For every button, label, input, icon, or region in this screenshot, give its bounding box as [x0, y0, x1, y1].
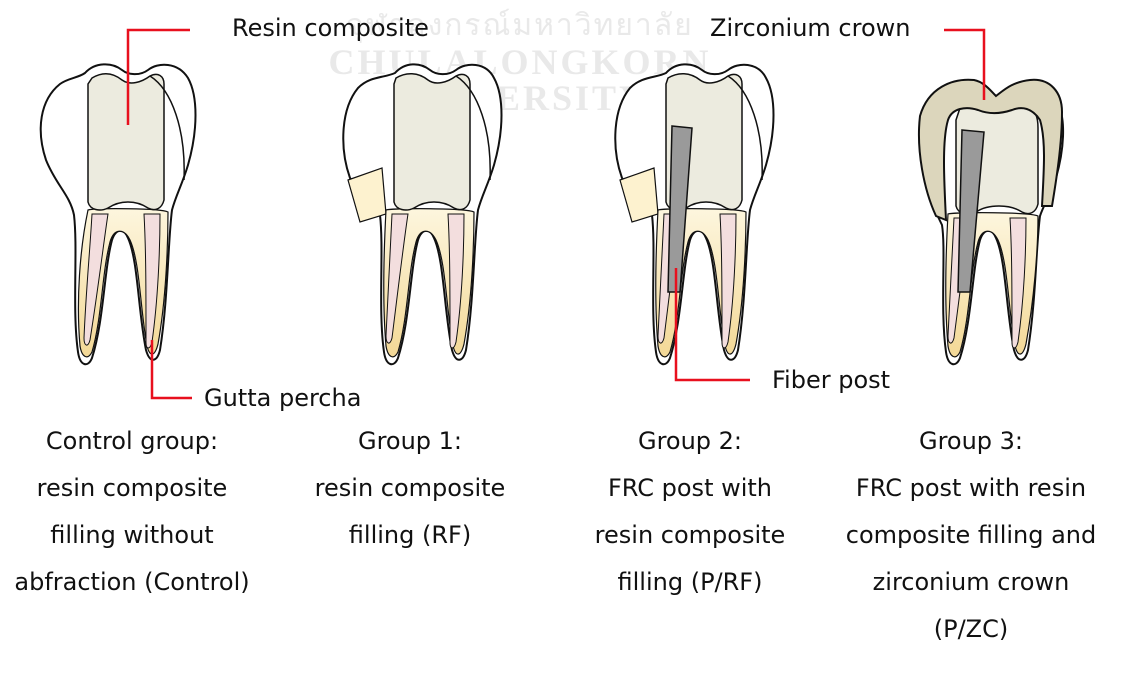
caption-control: Control group: resin composite filling w… [2, 423, 262, 611]
caption-group1-line-2: resin composite [300, 470, 520, 517]
caption-group3-line-4: zirconium crown [826, 564, 1116, 611]
caption-group3-line-1: Group 3: [826, 423, 1116, 470]
label-zirconium-crown: Zirconium crown [710, 14, 910, 42]
label-fiber-post: Fiber post [772, 366, 890, 394]
tooth-control-resin [88, 74, 164, 210]
tooth-group3 [919, 80, 1063, 364]
label-resin-composite: Resin composite [232, 14, 429, 42]
tooth-group1-resin [394, 74, 470, 210]
caption-group2-line-1: Group 2: [570, 423, 810, 470]
caption-control-line-3: filling without [2, 517, 262, 564]
tooth-control [41, 64, 196, 364]
caption-control-line-4: abfraction (Control) [2, 564, 262, 611]
caption-control-line-1: Control group: [2, 423, 262, 470]
tooth-group1 [343, 64, 501, 364]
caption-group3-line-2: FRC post with resin [826, 470, 1116, 517]
label-gutta-percha: Gutta percha [204, 384, 361, 412]
caption-group2-line-4: filling (P/RF) [570, 564, 810, 611]
caption-group2-line-2: FRC post with [570, 470, 810, 517]
caption-group1-line-3: filling (RF) [300, 517, 520, 564]
caption-group3-line-3: composite filling and [826, 517, 1116, 564]
caption-group2: Group 2: FRC post with resin composite f… [570, 423, 810, 611]
tooth-group2 [615, 64, 773, 364]
caption-control-line-2: resin composite [2, 470, 262, 517]
caption-group3-line-5: (P/ZC) [826, 611, 1116, 658]
caption-group1-line-1: Group 1: [300, 423, 520, 470]
caption-group2-line-3: resin composite [570, 517, 810, 564]
caption-group1: Group 1: resin composite filling (RF) [300, 423, 520, 564]
caption-group3: Group 3: FRC post with resin composite f… [826, 423, 1116, 658]
